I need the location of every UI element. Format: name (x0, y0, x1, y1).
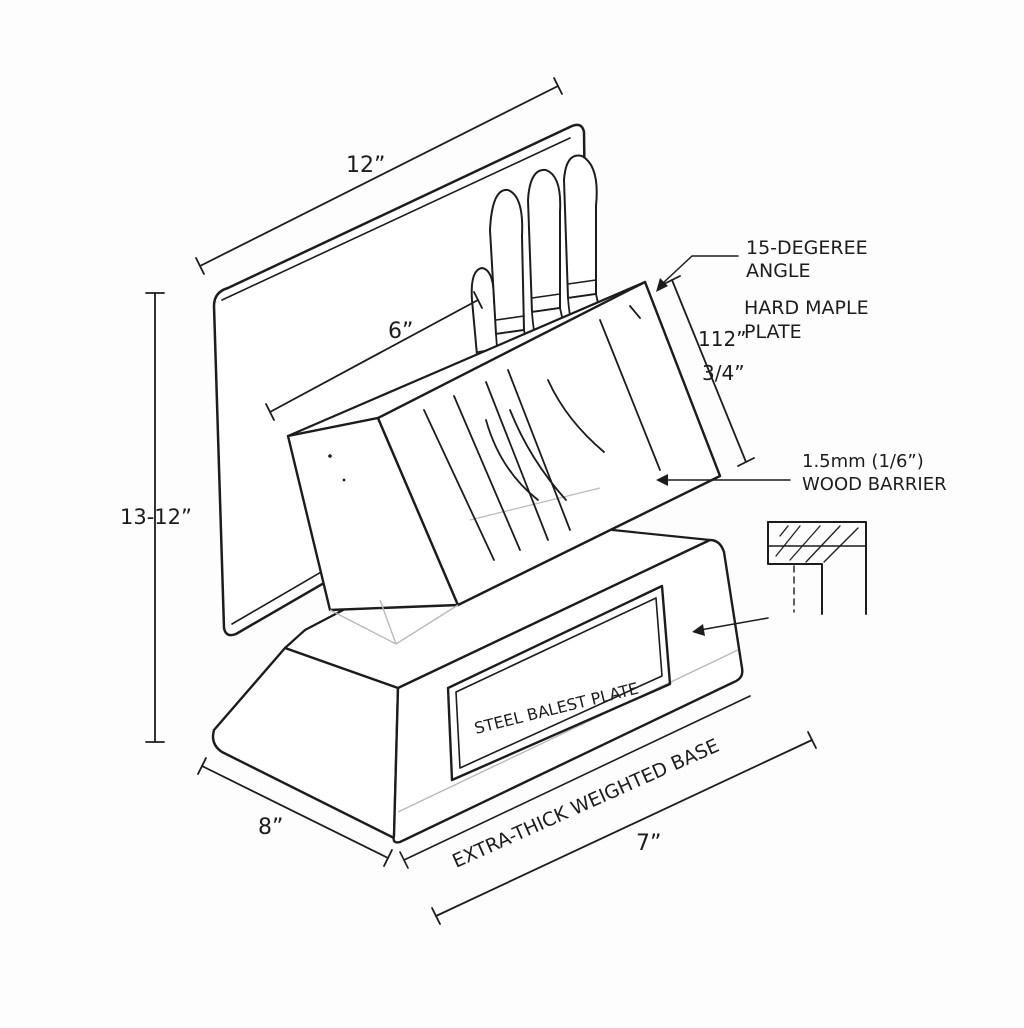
callout-barrier-line1: 1.5mm (1/6”) (802, 451, 924, 472)
dim-depth: 8” (258, 815, 283, 840)
callout-angle-line2: ANGLE (746, 260, 811, 282)
callout-maple-line1: HARD MAPLE (744, 297, 869, 319)
dim-height: 13-12” (120, 505, 192, 529)
knife-block (286, 280, 722, 645)
leader-lines (656, 255, 791, 636)
weighted-base (211, 518, 744, 844)
callout-maple-line2: PLATE (744, 321, 802, 343)
barrier-section-detail (767, 521, 867, 615)
callout-barrier-line2: WOOD BARRIER (802, 474, 947, 495)
dimension-lines (145, 77, 817, 925)
dim-side-b: 3/4” (702, 361, 745, 385)
callout-angle-line1: 15-DEGEREE (746, 237, 868, 259)
dim-base-width: 7” (636, 831, 661, 856)
dim-block-width: 6” (388, 319, 413, 344)
dim-side-a: 112” (698, 327, 747, 351)
dim-top-width: 12” (346, 153, 385, 178)
